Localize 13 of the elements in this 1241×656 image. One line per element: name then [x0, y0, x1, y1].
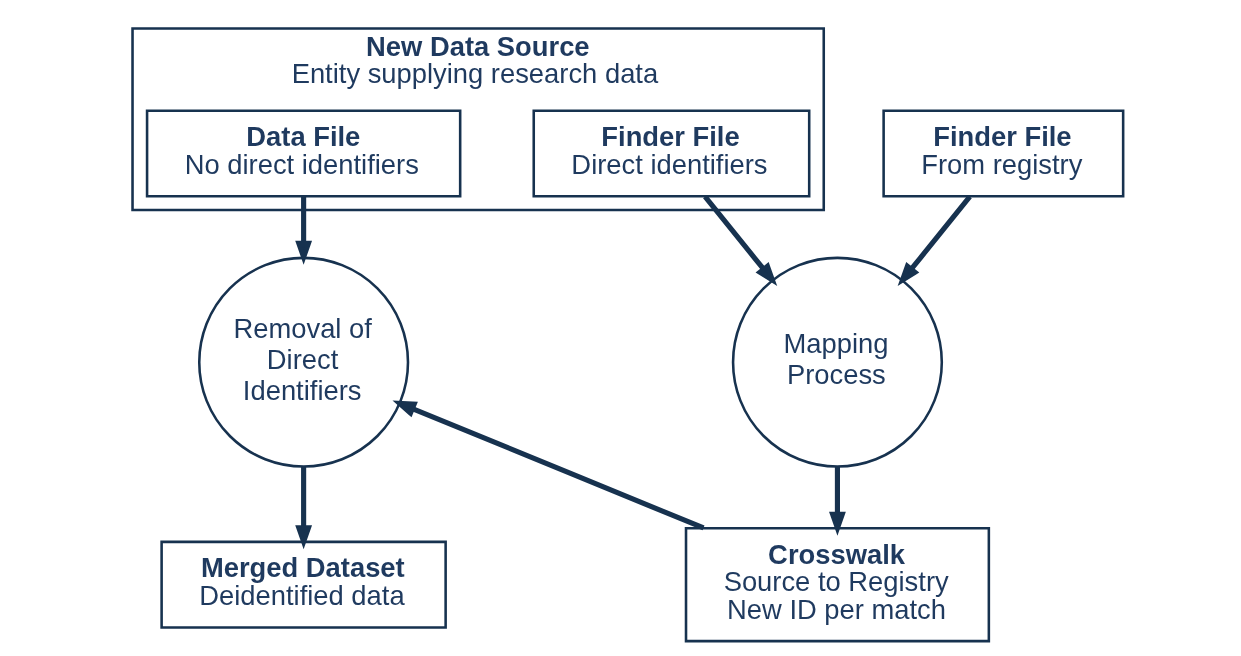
arrow	[828, 467, 846, 536]
arrow	[702, 195, 777, 286]
arrow	[392, 400, 704, 531]
node-box: Data File No direct identifiers	[145, 109, 461, 198]
node-box: Merged Dataset Deidentified data	[159, 540, 447, 629]
arrow	[897, 195, 972, 286]
node-circle: Removal of Direct Identifiers	[197, 256, 409, 468]
node-circle: Mapping Process	[731, 256, 943, 468]
arrow	[294, 196, 312, 265]
node-box: Finder File Direct identifiers	[531, 109, 810, 198]
node-box: Finder File From registry	[881, 109, 1124, 198]
arrow	[294, 467, 312, 550]
node-box: Crosswalk Source to Registry New ID per match	[684, 526, 990, 643]
